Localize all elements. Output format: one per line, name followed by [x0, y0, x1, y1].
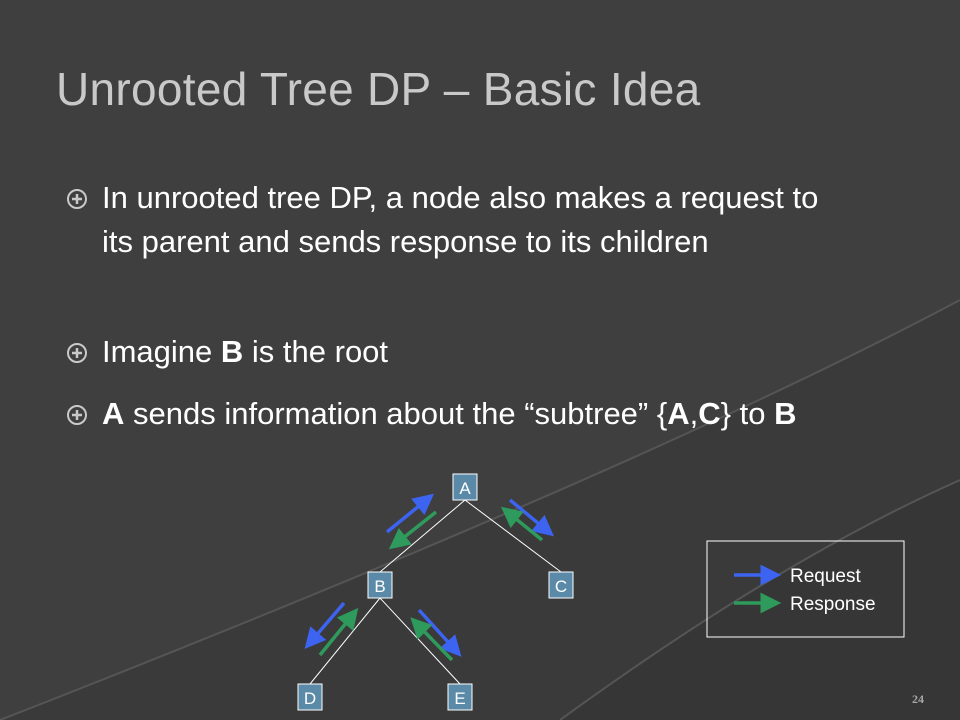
edge-b-d — [309, 597, 381, 685]
edge-b-e — [379, 597, 461, 685]
slide-title: Unrooted Tree DP – Basic Idea — [56, 63, 701, 115]
bullet-text-1: In unrooted tree DP, a node also makes a… — [102, 180, 819, 259]
node-label-b: B — [374, 577, 385, 596]
legend-response-label: Response — [790, 594, 876, 615]
legend: Request Response — [706, 540, 905, 638]
edge-a-b — [379, 499, 466, 573]
page-number: 24 — [912, 692, 924, 706]
response-arrow-e-to-b — [410, 617, 454, 662]
node-label-c: C — [555, 577, 567, 596]
edge-a-c — [464, 499, 562, 573]
tree-node-e: E — [447, 683, 473, 711]
tree-node-c: C — [548, 571, 574, 599]
circle-plus-bullet-icon — [67, 405, 87, 425]
circle-plus-bullet-icon — [67, 343, 87, 363]
request-arrow-a-to-c — [508, 498, 555, 537]
circle-plus-bullet-icon — [67, 189, 87, 209]
request-arrow-b-to-d — [304, 601, 346, 649]
legend-request-label: Request — [790, 566, 861, 587]
response-arrow-d-to-b — [318, 607, 359, 657]
bullet-text-3: A sends information about the “subtree” … — [102, 396, 797, 431]
node-label-a: A — [459, 479, 471, 498]
response-arrow-c-to-a — [500, 506, 544, 542]
bullet-text-2: Imagine B is the root — [102, 334, 389, 369]
bullet-item-1: In unrooted tree DP, a node also makes a… — [66, 176, 846, 264]
tree-node-b: B — [367, 571, 393, 599]
tree-node-d: D — [297, 683, 323, 711]
response-arrow-a-to-b — [388, 510, 438, 550]
bullet-item-2: Imagine B is the root — [66, 330, 846, 374]
node-label-d: D — [304, 689, 316, 708]
node-label-e: E — [454, 689, 465, 708]
request-arrow-b-to-a — [385, 493, 435, 534]
tree-node-a: A — [452, 473, 478, 501]
request-arrow-b-to-e — [417, 608, 462, 657]
legend-box — [706, 540, 905, 638]
bullet-item-3: A sends information about the “subtree” … — [66, 392, 846, 436]
